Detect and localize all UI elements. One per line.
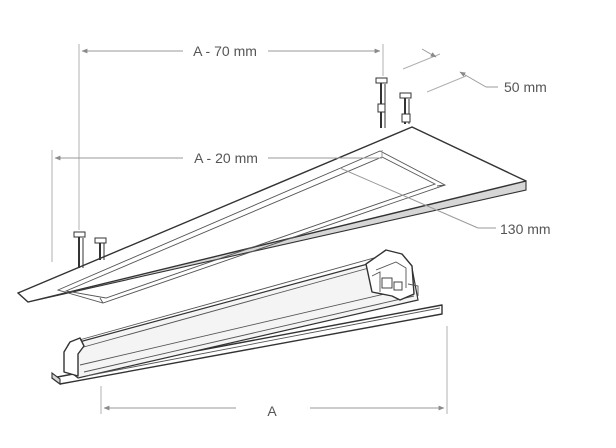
ceiling-frame bbox=[16, 126, 527, 304]
bracket-front-right bbox=[399, 92, 412, 124]
housing-left-end bbox=[63, 337, 85, 377]
bracket-rear-right bbox=[375, 77, 388, 128]
dim-130: 130 mm bbox=[339, 167, 551, 237]
dim-50: 50 mm bbox=[402, 48, 547, 95]
label-a-minus-70: A - 70 mm bbox=[193, 43, 257, 59]
label-a-minus-20: A - 20 mm bbox=[194, 150, 258, 166]
frame-opening-inner bbox=[64, 156, 437, 299]
bracket-rear-left bbox=[73, 231, 86, 268]
dim-a-minus-20: A - 20 mm bbox=[51, 150, 383, 262]
frame-top-face bbox=[17, 126, 527, 303]
luminaire-housing bbox=[51, 249, 443, 386]
housing-flange-edge bbox=[51, 371, 61, 386]
bracket-front-left bbox=[94, 237, 107, 260]
dim-a-minus-70: A - 70 mm bbox=[78, 43, 384, 230]
dim-a: A bbox=[100, 326, 448, 419]
label-a: A bbox=[267, 403, 277, 419]
label-130-mm: 130 mm bbox=[500, 221, 551, 237]
suspension-brackets bbox=[73, 77, 412, 268]
label-50-mm: 50 mm bbox=[504, 79, 547, 95]
